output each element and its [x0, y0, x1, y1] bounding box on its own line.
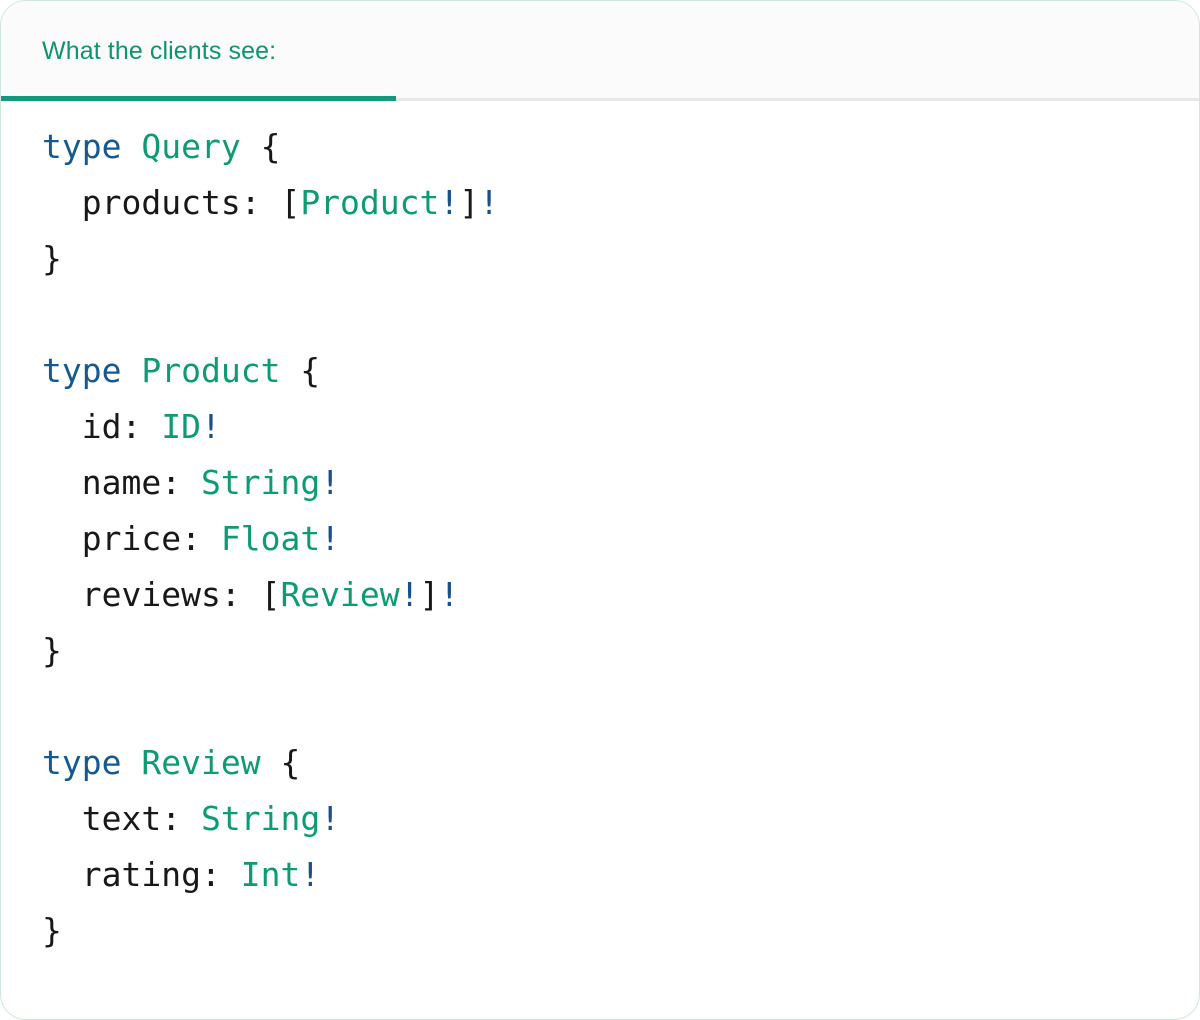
code-token: type — [42, 127, 122, 166]
code-token — [42, 407, 82, 446]
code-line: price: Float! — [42, 511, 1199, 567]
code-line — [42, 287, 1199, 343]
code-token: Product — [300, 183, 440, 222]
code-line: type Query { — [42, 119, 1199, 175]
code-token: } — [42, 911, 62, 950]
code-token: ! — [320, 799, 341, 838]
code-token: price — [81, 519, 182, 558]
code-token: ! — [201, 407, 221, 446]
code-token — [42, 519, 82, 558]
code-line: type Product { — [42, 343, 1199, 399]
code-token: text — [81, 799, 162, 838]
code-token — [121, 743, 141, 782]
code-token: Product — [141, 351, 281, 390]
code-token: reviews — [81, 575, 221, 614]
code-line: id: ID! — [42, 399, 1199, 455]
code-line: reviews: [Review!]! — [42, 567, 1199, 623]
code-token: } — [42, 239, 62, 278]
code-token — [42, 463, 82, 502]
code-token: : [ — [240, 183, 301, 222]
code-token — [42, 575, 82, 614]
code-token: } — [42, 631, 62, 670]
code-line: text: String! — [42, 791, 1199, 847]
code-token: ! — [300, 855, 321, 894]
code-token — [42, 183, 82, 222]
code-token: String — [200, 799, 321, 838]
code-token: Review — [141, 743, 261, 782]
code-area: type Query { products: [Product!]!} type… — [1, 101, 1199, 959]
code-token: Int — [240, 855, 301, 894]
code-token: : — [161, 463, 201, 502]
code-token: type — [42, 743, 122, 782]
code-token: ] — [419, 575, 440, 614]
code-line: } — [42, 903, 1199, 959]
code-token: products — [81, 183, 241, 222]
code-token: ! — [439, 575, 460, 614]
code-token — [121, 127, 141, 166]
code-token: ! — [479, 183, 500, 222]
code-token: { — [260, 743, 301, 782]
code-line: } — [42, 231, 1199, 287]
code-line: name: String! — [42, 455, 1199, 511]
code-token: ID — [161, 407, 201, 446]
code-token: id — [81, 407, 122, 446]
graphql-schema-code[interactable]: type Query { products: [Product!]!} type… — [42, 119, 1199, 959]
code-token: : [ — [220, 575, 281, 614]
code-line: rating: Int! — [42, 847, 1199, 903]
code-token: { — [240, 127, 281, 166]
code-token — [121, 351, 141, 390]
active-tab-indicator — [1, 96, 396, 101]
code-token: name — [81, 463, 162, 502]
code-line: products: [Product!]! — [42, 175, 1199, 231]
code-token: ] — [459, 183, 480, 222]
code-token: String — [200, 463, 321, 502]
code-token: ! — [439, 183, 460, 222]
code-token: Review — [280, 575, 400, 614]
code-token: { — [280, 351, 321, 390]
tab-strip: What the clients see: — [1, 1, 1199, 101]
code-token: : — [121, 407, 162, 446]
code-token — [42, 799, 82, 838]
tab-label: What the clients see: — [42, 36, 277, 65]
code-token: : — [181, 519, 221, 558]
code-token: ! — [320, 463, 341, 502]
code-token: ! — [320, 519, 341, 558]
code-line: type Review { — [42, 735, 1199, 791]
code-token: : — [161, 799, 201, 838]
code-token: Float — [220, 519, 321, 558]
code-token: ! — [399, 575, 420, 614]
code-token: type — [42, 351, 122, 390]
code-line: } — [42, 623, 1199, 679]
code-token: Query — [141, 127, 241, 166]
tab-what-the-clients-see[interactable]: What the clients see: — [1, 1, 396, 101]
code-token: rating — [81, 855, 201, 894]
code-line — [42, 679, 1199, 735]
code-token — [42, 855, 82, 894]
code-token: : — [200, 855, 241, 894]
